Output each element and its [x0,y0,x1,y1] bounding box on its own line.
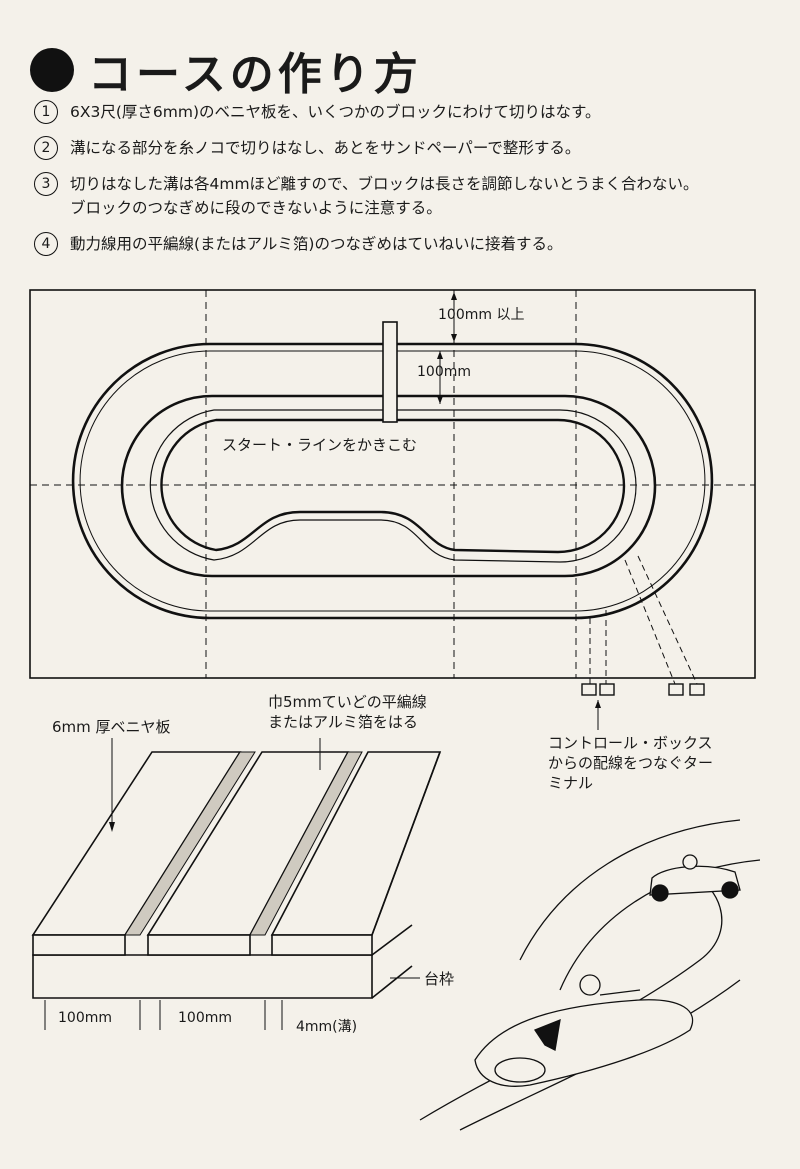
wire-label: 巾5mmていどの平編線 またはアルミ箔をはる [268,692,427,732]
plywood-label: 6mm 厚ベニヤ板 [52,718,171,736]
dim-lane-label: 100mm [417,364,471,380]
track-middle-lane [120,394,657,578]
step-text: 動力線用の平編線(またはアルミ箔)のつなぎめはていねいに接着する。 [70,232,774,256]
step-line: 溝になる部分を糸ノコで切りはなし、あとをサンドペーパーで整形する。 [70,139,581,157]
step-number: 3 [34,172,58,196]
step-line: 6X3尺(厚さ6mm)のベニヤ板を、いくつかのブロックにわけて切りはなす。 [70,103,601,121]
start-line-marker [382,321,398,423]
instruction-step: 2 溝になる部分を糸ノコで切りはなし、あとをサンドペーパーで整形する。 [34,136,774,160]
track-outer-lane [71,342,714,620]
wire-label-line: またはアルミ箔をはる [268,713,418,731]
instruction-step: 4 動力線用の平編線(またはアルミ箔)のつなぎめはていねいに接着する。 [34,232,774,256]
race-car-illustration [419,819,761,1131]
dim-margin-label: 100mm 以上 [438,307,525,323]
cross-section-diagram [31,738,442,1030]
instruction-list: 1 6X3尺(厚さ6mm)のベニヤ板を、いくつかのブロックにわけて切りはなす。 … [34,100,774,268]
instruction-step: 1 6X3尺(厚さ6mm)のベニヤ板を、いくつかのブロックにわけて切りはなす。 [34,100,774,124]
base-frame-label: 台枠 [424,970,455,988]
instruction-step: 3 切りはなした溝は各4mmほど離すので、ブロックは長さを調節しないとうまく合わ… [34,172,774,220]
step-text: 6X3尺(厚さ6mm)のベニヤ板を、いくつかのブロックにわけて切りはなす。 [70,100,774,124]
terminal-note-line: からの配線をつなぐター [548,754,714,772]
terminal-note-line: コントロール・ボックス [548,734,713,752]
track-inner-lane [149,409,637,563]
heading: コースの作り方 [30,38,422,102]
terminal-blocks [581,683,705,696]
step-line: 動力線用の平編線(またはアルミ箔)のつなぎめはていねいに接着する。 [70,235,563,253]
start-line-label: スタート・ラインをかきこむ [222,436,418,454]
step-text: 切りはなした溝は各4mmほど離すので、ブロックは長さを調節しないとうまく合わない… [70,172,774,220]
board-outline [29,289,756,679]
page-title: コースの作り方 [88,49,422,100]
dim-block2-label: 100mm [178,1010,232,1026]
wire-label-line: 巾5mmていどの平編線 [268,693,427,711]
step-number: 1 [34,100,58,124]
step-number: 4 [34,232,58,256]
dim-groove-label: 4mm(溝) [296,1019,358,1035]
step-number: 2 [34,136,58,160]
step-line: ブロックのつなぎめに段のできないように注意する。 [70,199,442,217]
step-line: 切りはなした溝は各4mmほど離すので、ブロックは長さを調節しないとうまく合わない… [70,175,699,193]
dim-block1-label: 100mm [58,1010,112,1026]
bullet-dot-icon [30,48,74,92]
wiring-lines [589,555,698,685]
terminal-note-line: ミナル [548,774,594,792]
terminal-note: コントロール・ボックス からの配線をつなぐター ミナル [548,733,713,793]
step-text: 溝になる部分を糸ノコで切りはなし、あとをサンドペーパーで整形する。 [70,136,774,160]
